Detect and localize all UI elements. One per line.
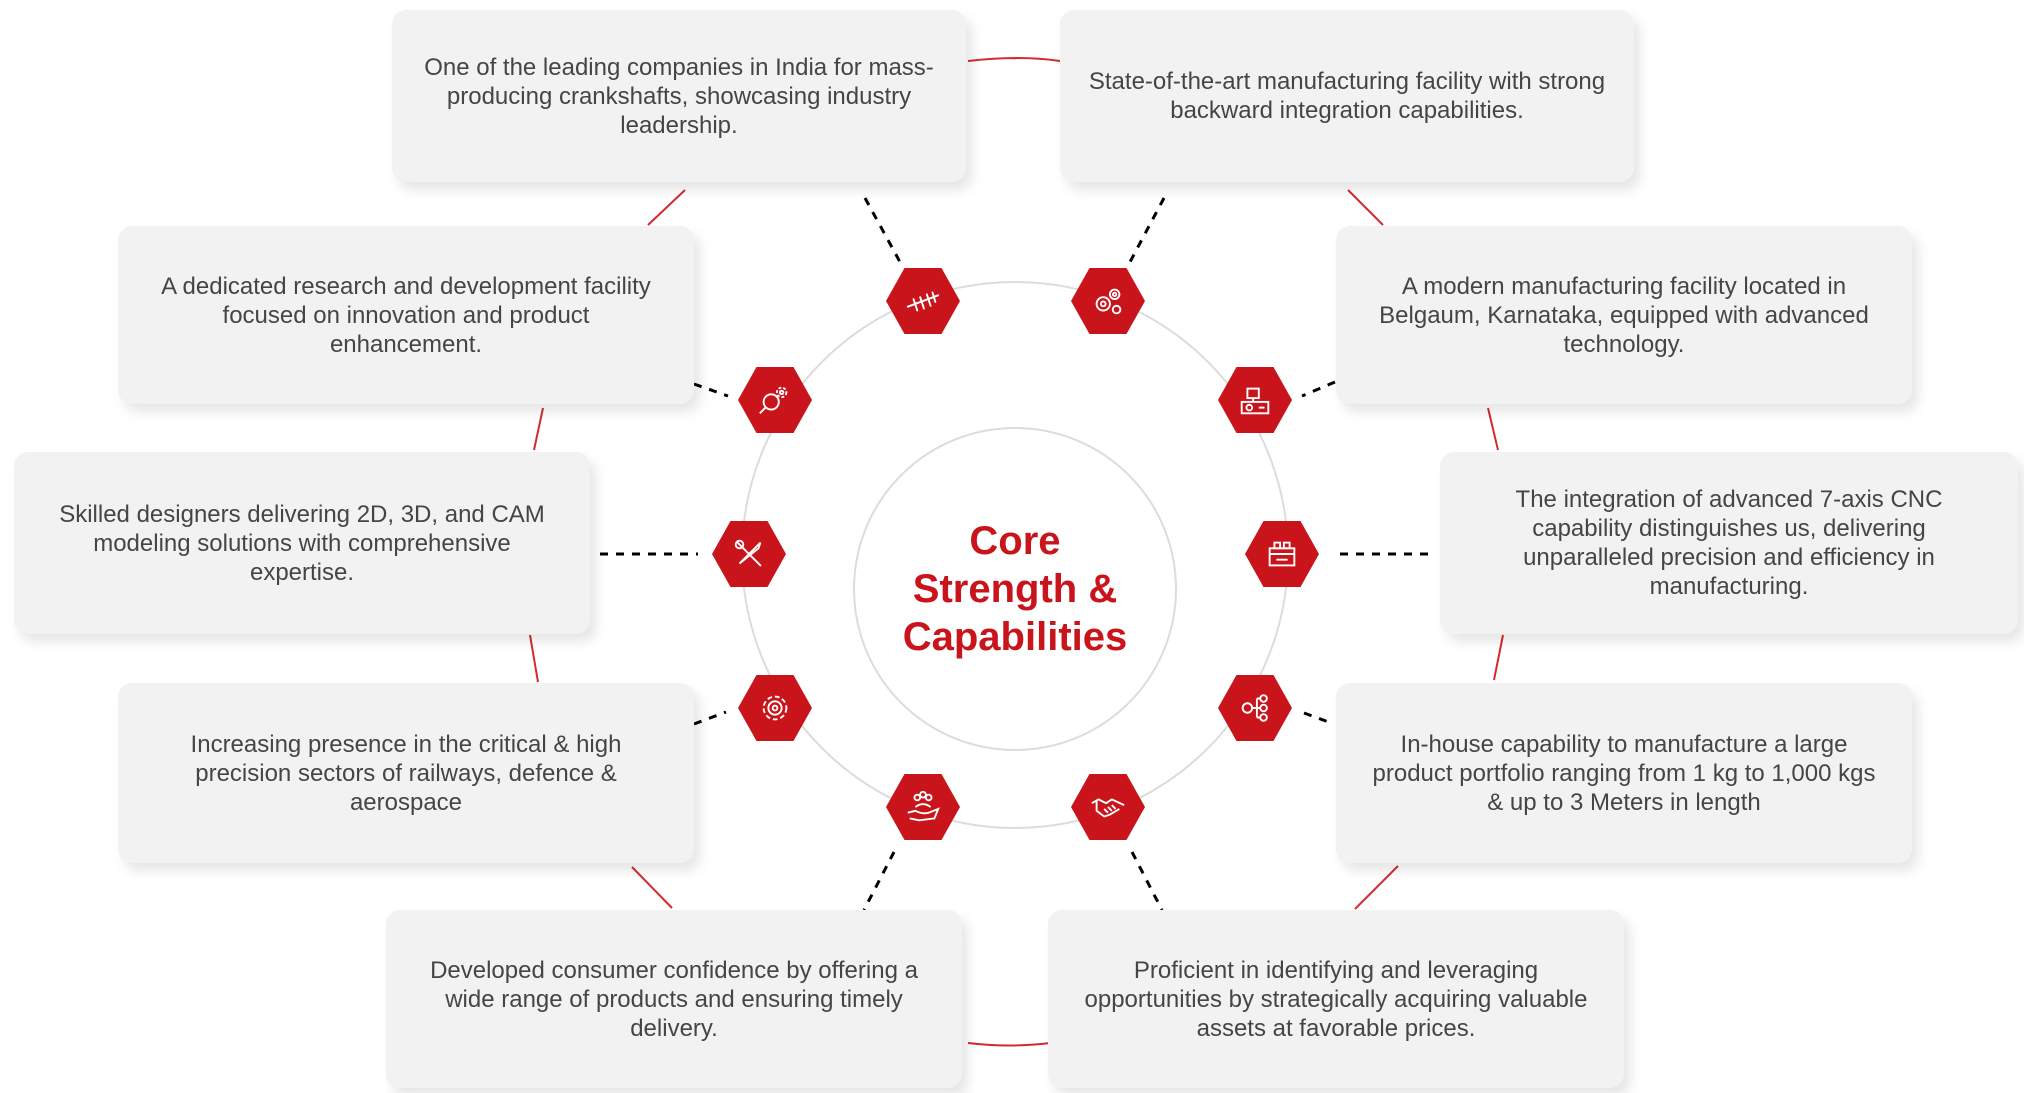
connector-line	[862, 851, 896, 911]
card-text: The integration of advanced 7-axis CNC c…	[1515, 486, 1943, 600]
card-skilled-designers: Skilled designers delivering 2D, 3D, and…	[14, 452, 590, 634]
gears-icon	[1071, 268, 1145, 334]
card-manufacturing-facility: State-of-the-art manufacturing facility …	[1060, 10, 1634, 182]
connector-line	[1130, 851, 1164, 911]
card-cnc-capability: The integration of advanced 7-axis CNC c…	[1440, 452, 2018, 634]
outer-ring-arc	[631, 866, 673, 909]
card-precision-sectors: Increasing presence in the critical & hi…	[118, 683, 694, 863]
card-asset-acquisition: Proficient in identifying and leveraging…	[1048, 910, 1624, 1088]
outer-ring-arc	[967, 1042, 1051, 1047]
connector-line	[1128, 197, 1166, 263]
card-text: Developed consumer confidence by offerin…	[430, 956, 918, 1042]
outer-ring-arc	[967, 57, 1061, 62]
card-consumer-confidence: Developed consumer confidence by offerin…	[386, 910, 962, 1088]
card-research-development: A dedicated research and development fac…	[118, 226, 694, 404]
card-product-portfolio: In-house capability to manufacture a lar…	[1336, 683, 1912, 863]
connector-line	[693, 382, 729, 398]
card-text: Skilled designers delivering 2D, 3D, and…	[59, 500, 545, 586]
handshake-icon	[1071, 774, 1145, 840]
connector-line	[1303, 711, 1335, 726]
outer-ring-arc	[533, 407, 544, 451]
outer-ring	[529, 57, 1504, 1047]
card-text: Proficient in identifying and leveraging…	[1084, 956, 1588, 1042]
card-text: In-house capability to manufacture a lar…	[1372, 730, 1876, 816]
core-circle: Core Strength & Capabilities	[853, 427, 1177, 751]
dashed-connectors	[600, 197, 1430, 911]
outer-ring-arc	[1493, 634, 1504, 681]
connector-line	[693, 710, 727, 726]
card-crankshaft-leadership: One of the leading companies in India fo…	[392, 10, 966, 182]
outer-ring-arc	[529, 634, 539, 683]
core-title: Core Strength & Capabilities	[902, 519, 1128, 659]
connector-line	[1301, 380, 1336, 398]
card-text: A modern manufacturing facility located …	[1379, 272, 1869, 358]
card-text: State-of-the-art manufacturing facility …	[1088, 68, 1606, 124]
factory-machine-icon	[1218, 367, 1292, 433]
outer-ring-arc	[1347, 189, 1384, 226]
card-text: Increasing presence in the critical & hi…	[190, 730, 622, 816]
outer-ring-arc	[1487, 407, 1499, 451]
outer-ring-arc	[1354, 865, 1399, 910]
gear-network-icon	[1218, 675, 1292, 741]
card-belgaum-facility: A modern manufacturing facility located …	[1336, 226, 1912, 404]
card-text: A dedicated research and development fac…	[161, 272, 651, 358]
card-text: One of the leading companies in India fo…	[424, 53, 934, 139]
outer-ring-arc	[647, 189, 686, 226]
cnc-machine-icon	[1245, 521, 1319, 587]
connector-line	[863, 197, 902, 263]
